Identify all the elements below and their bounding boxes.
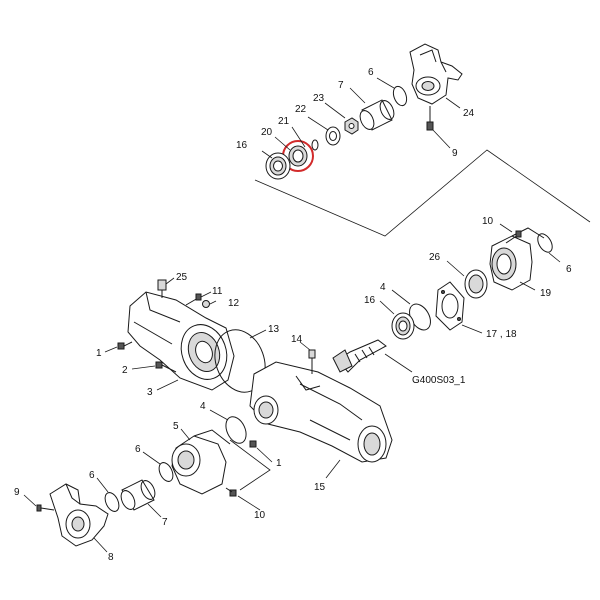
part-16-bearing-right — [391, 312, 415, 340]
part-13-oring-large — [214, 329, 266, 393]
part-21-locknut — [288, 145, 308, 167]
center-subassembly — [249, 341, 393, 479]
callout-17-18: 17 , 18 — [486, 329, 517, 340]
callout-6-upper: 6 — [368, 67, 374, 78]
callout-10-lower: 10 — [254, 510, 266, 521]
part-12-washer — [202, 300, 210, 308]
part-8-knuckle — [49, 483, 109, 547]
part-17-18-gasket — [435, 281, 465, 331]
part-25-plug — [157, 279, 167, 298]
callout-5: 5 — [173, 421, 179, 432]
part-10-bolt-right — [505, 230, 522, 244]
callout-19: 19 — [540, 288, 552, 299]
callout-6-lowest: 6 — [89, 470, 95, 481]
callout-2: 2 — [122, 365, 128, 376]
upper-subassembly — [254, 43, 591, 237]
part-16-bearing-upper — [265, 152, 291, 180]
part-9-grease-nipple-lower — [36, 504, 55, 512]
part-7-bushing-lower — [120, 479, 156, 511]
callout-4-right: 4 — [380, 282, 386, 293]
callout-6-right: 6 — [566, 264, 572, 275]
part-15-center-housing — [249, 361, 393, 463]
callout-24: 24 — [463, 108, 475, 119]
callout-13: 13 — [268, 324, 280, 335]
callout-16-right: 16 — [364, 295, 376, 306]
callout-9-upper: 9 — [452, 148, 458, 159]
callout-25: 25 — [176, 272, 188, 283]
left-subassembly — [104, 277, 267, 393]
part-19-flange-housing — [489, 227, 545, 291]
callout-labels: 16 20 21 22 23 7 6 24 9 10 6 26 19 4 16 … — [14, 67, 572, 563]
callout-10-right: 10 — [482, 216, 494, 227]
part-6-oring-upper — [392, 85, 408, 107]
part-11-bolt — [185, 293, 202, 306]
callout-11: 11 — [212, 286, 223, 297]
part-6-oring-lowest — [104, 492, 120, 512]
callout-16-upper: 16 — [236, 140, 248, 151]
part-22-bearing — [325, 126, 341, 146]
callout-14: 14 — [291, 334, 303, 345]
callout-8: 8 — [108, 552, 114, 563]
drawing-code-label: G400S03_1 — [412, 375, 466, 386]
part-9-grease-nipple-upper — [426, 106, 451, 149]
group-bracket-line — [254, 149, 591, 237]
part-23-nut — [344, 117, 359, 135]
callout-26: 26 — [429, 252, 441, 263]
callout-4-lower: 4 — [200, 401, 206, 412]
callout-7-lower: 7 — [162, 517, 168, 528]
right-subassembly — [332, 223, 561, 373]
part-10-bolt-lower — [225, 487, 237, 497]
part-3-housing — [127, 291, 235, 391]
callout-7-upper: 7 — [338, 80, 344, 91]
callout-9-lower: 9 — [14, 487, 20, 498]
part-6-oring-lower — [158, 462, 174, 482]
pinion-shaft — [332, 339, 387, 373]
callout-12: 12 — [228, 298, 240, 309]
callout-20: 20 — [261, 127, 273, 138]
part-24-knuckle — [409, 43, 463, 105]
small-washer — [311, 139, 319, 151]
part-5-flange-housing — [171, 429, 231, 495]
lower-bracket-line — [229, 439, 271, 491]
callout-15: 15 — [314, 482, 326, 493]
lower-subassembly — [23, 409, 271, 553]
callout-1-center: 1 — [276, 458, 282, 469]
part-6-oring-right — [537, 233, 553, 253]
callout-6-lower: 6 — [135, 444, 141, 455]
callout-21: 21 — [278, 116, 290, 127]
part-1-bolt-center — [249, 440, 257, 448]
callout-1-left: 1 — [96, 348, 102, 359]
callout-23: 23 — [313, 93, 325, 104]
part-4-oring-lower — [225, 416, 247, 444]
part-26-seal — [464, 269, 488, 299]
callout-3: 3 — [147, 387, 153, 398]
part-2-stud — [155, 361, 177, 373]
part-1-bolt-left — [117, 341, 133, 350]
callout-22: 22 — [295, 104, 307, 115]
part-7-bushing-upper — [359, 99, 395, 131]
part-14-breather — [308, 349, 316, 374]
